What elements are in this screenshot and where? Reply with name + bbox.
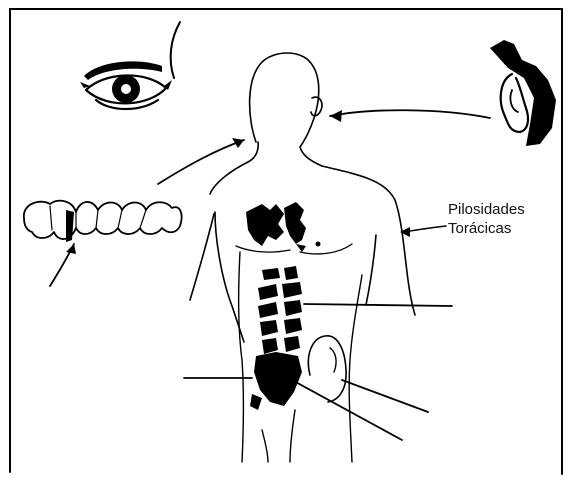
ear-illustration: [490, 40, 556, 146]
abdominal-hair-marks: [250, 266, 302, 410]
chest-hair-marks: [236, 202, 352, 254]
frame-border: [10, 9, 562, 474]
teeth-illustration: [24, 201, 182, 242]
eye-illustration: [80, 22, 180, 109]
chest-hair-label-line-2: Torácicas: [448, 220, 511, 238]
human-body-outline: [190, 53, 415, 462]
chest-hair-label-line-1: Pilosidades: [448, 201, 525, 219]
